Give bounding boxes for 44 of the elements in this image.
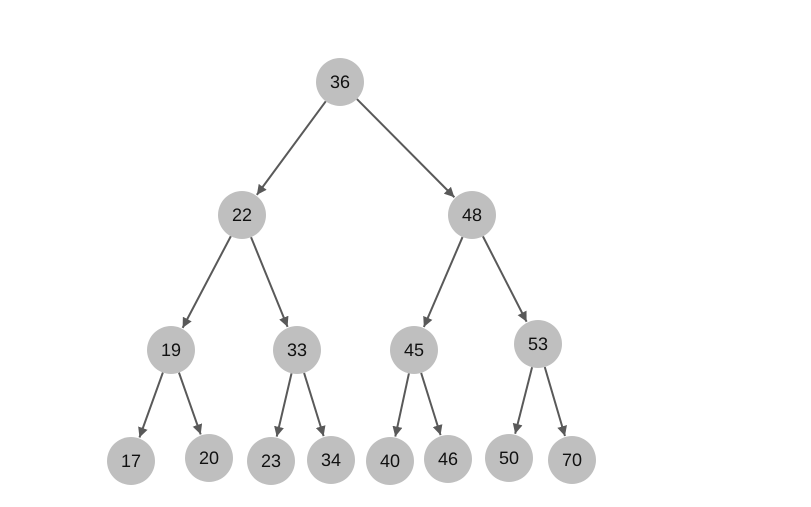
tree-node-circle [307,436,355,484]
node-value: 45 [404,340,424,360]
arrow [512,367,534,434]
node-value: 50 [498,448,520,468]
node-value: 22 [232,204,252,226]
arrow [420,372,442,436]
arrow [392,373,410,437]
tree-node-circle [424,435,472,483]
arrow [138,372,164,438]
arrow [482,236,528,322]
tree-node-circle [366,437,414,485]
node-value: 36 [330,72,350,92]
node-value: 23 [260,450,282,472]
node-value: 53 [528,334,548,354]
tree-node-circle [514,320,562,368]
tree-node-circle [273,326,321,374]
tree-node-circle [316,58,364,106]
tree-node-circle [548,436,596,484]
node-value: 33 [286,340,308,360]
node-value: 19 [160,340,182,360]
arrow [422,236,464,328]
arrow [274,373,292,437]
arrow [182,236,232,328]
arrow [256,100,327,196]
tree-node-circle [485,434,533,482]
arrow [544,366,567,436]
node-value: 40 [380,450,400,472]
tree-node-circle [185,434,233,482]
tree-node-circle [218,191,266,239]
node-value: 20 [198,448,220,468]
arrow [356,98,456,198]
arrow [250,236,288,328]
tree-node-circle [390,326,438,374]
node-value: 46 [438,448,458,470]
arrow [178,372,202,435]
tree-node-circle [107,437,155,485]
node-value: 34 [320,450,342,470]
tree-node-circle [247,437,295,485]
tree-node-circle [448,191,496,239]
tree-node-circle [147,326,195,374]
arrow [303,372,326,436]
node-value: 17 [120,450,142,472]
node-value: 70 [562,450,582,470]
node-value: 48 [462,204,482,226]
